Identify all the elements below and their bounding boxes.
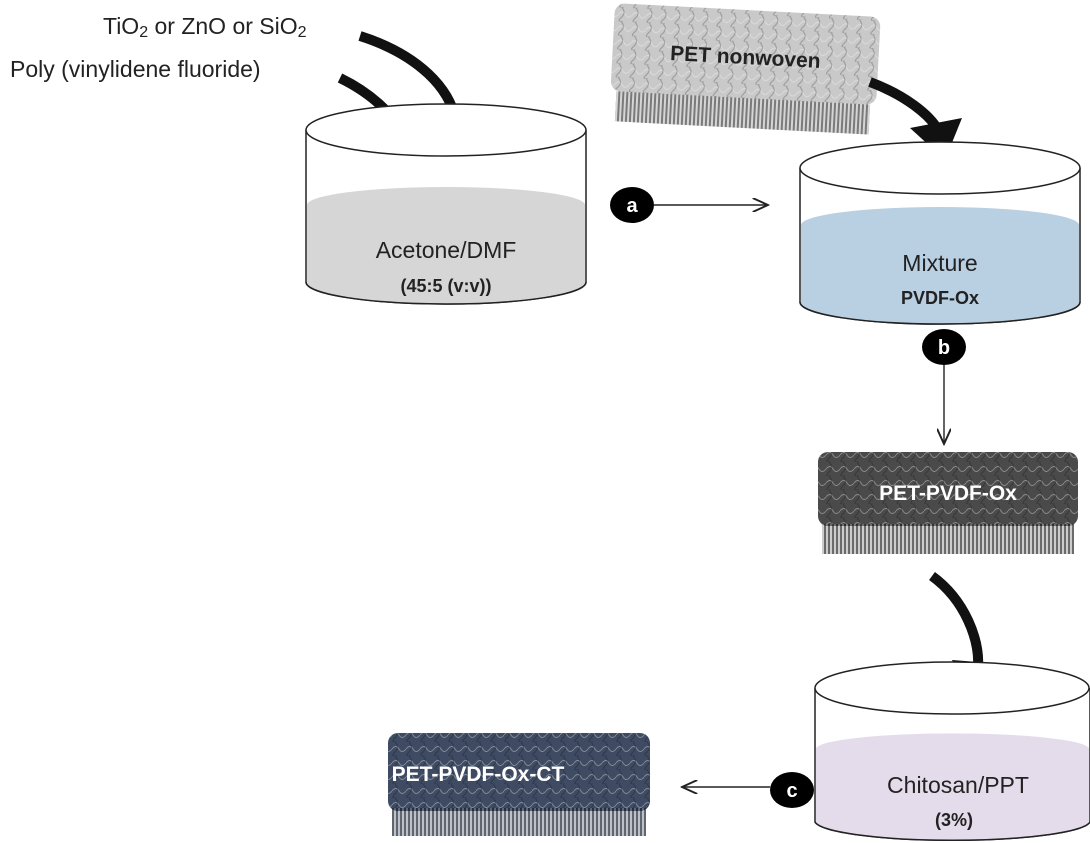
solvent-vessel: Acetone/DMF (45:5 (v:v)) — [305, 103, 587, 305]
chitosan-vessel: Chitosan/PPT (3%) — [814, 661, 1090, 842]
pet-pvdf-ox-ct-sheet: PET-PVDF-Ox-CT — [388, 733, 650, 836]
step-a-badge: a — [610, 187, 654, 223]
mixture-liquid — [801, 207, 1079, 324]
solvent-label: Acetone/DMF — [376, 237, 517, 263]
chitosan-liquid — [816, 733, 1089, 841]
step-b-label: b — [938, 337, 950, 359]
solvent-ratio-label: (45:5 (v:v)) — [400, 276, 491, 296]
pet-pvdf-ox-sheet: PET-PVDF-Ox — [818, 452, 1078, 554]
pet-pvdf-ox-label: PET-PVDF-Ox — [879, 482, 1017, 505]
solvent-liquid — [307, 187, 585, 304]
mixture-sublabel: PVDF-Ox — [901, 288, 979, 308]
chitosan-label: Chitosan/PPT — [887, 772, 1029, 798]
step-c-label: c — [786, 780, 797, 802]
mixture-label: Mixture — [902, 250, 977, 276]
pet-nonwoven-sheet: PET nonwoven — [610, 3, 881, 135]
mixture-vessel: Mixture PVDF-Ox — [799, 141, 1081, 325]
chitosan-sublabel: (3%) — [935, 810, 973, 830]
step-c-badge: c — [770, 772, 814, 808]
step-a-label: a — [626, 195, 638, 217]
step-b-badge: b — [922, 329, 966, 365]
polymer-label: Poly (vinylidene fluoride) — [10, 56, 261, 82]
oxides-label: TiO2 or ZnO or SiO2 — [103, 13, 307, 41]
pet-pvdf-ox-ct-label: PET-PVDF-Ox-CT — [392, 763, 565, 786]
